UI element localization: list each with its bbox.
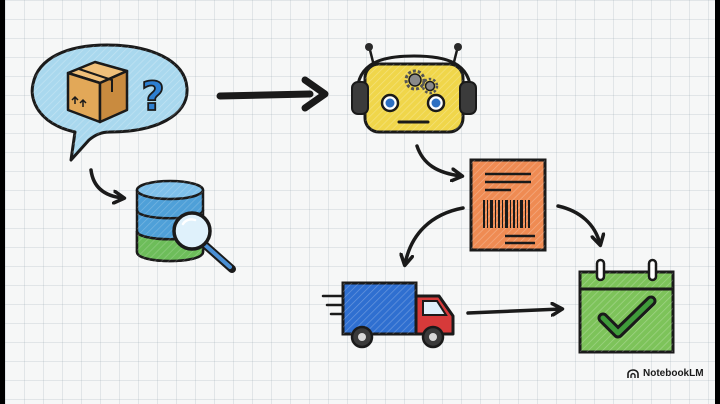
database-search-icon bbox=[135, 179, 236, 273]
calendar-check-icon bbox=[578, 258, 675, 354]
arrow-inquiry-to-database bbox=[89, 168, 123, 198]
diagram-canvas: ? bbox=[5, 0, 715, 404]
arrow-truck-to-calendar bbox=[466, 309, 561, 313]
arrow-ai-agent-to-document bbox=[415, 144, 461, 176]
robot-headset-icon bbox=[351, 43, 477, 134]
package-box-icon bbox=[66, 60, 129, 124]
barcode-document-icon bbox=[469, 158, 547, 252]
flow-diagram: ? bbox=[30, 43, 675, 354]
notebooklm-logo-icon bbox=[627, 368, 639, 378]
watermark-label: NotebookLM bbox=[643, 368, 704, 379]
arrow-document-to-truck bbox=[405, 206, 465, 264]
notebooklm-watermark: NotebookLM bbox=[627, 368, 704, 379]
arrow-document-to-calendar bbox=[556, 204, 600, 244]
gear-icon bbox=[404, 69, 439, 95]
arrow-inquiry-to-ai-agent bbox=[216, 76, 329, 112]
speech-bubble-package-question-icon: ? bbox=[30, 43, 189, 162]
delivery-truck-icon bbox=[321, 281, 455, 349]
barcode bbox=[483, 200, 530, 228]
question-mark: ? bbox=[141, 74, 164, 120]
magnifier-icon bbox=[172, 211, 236, 273]
